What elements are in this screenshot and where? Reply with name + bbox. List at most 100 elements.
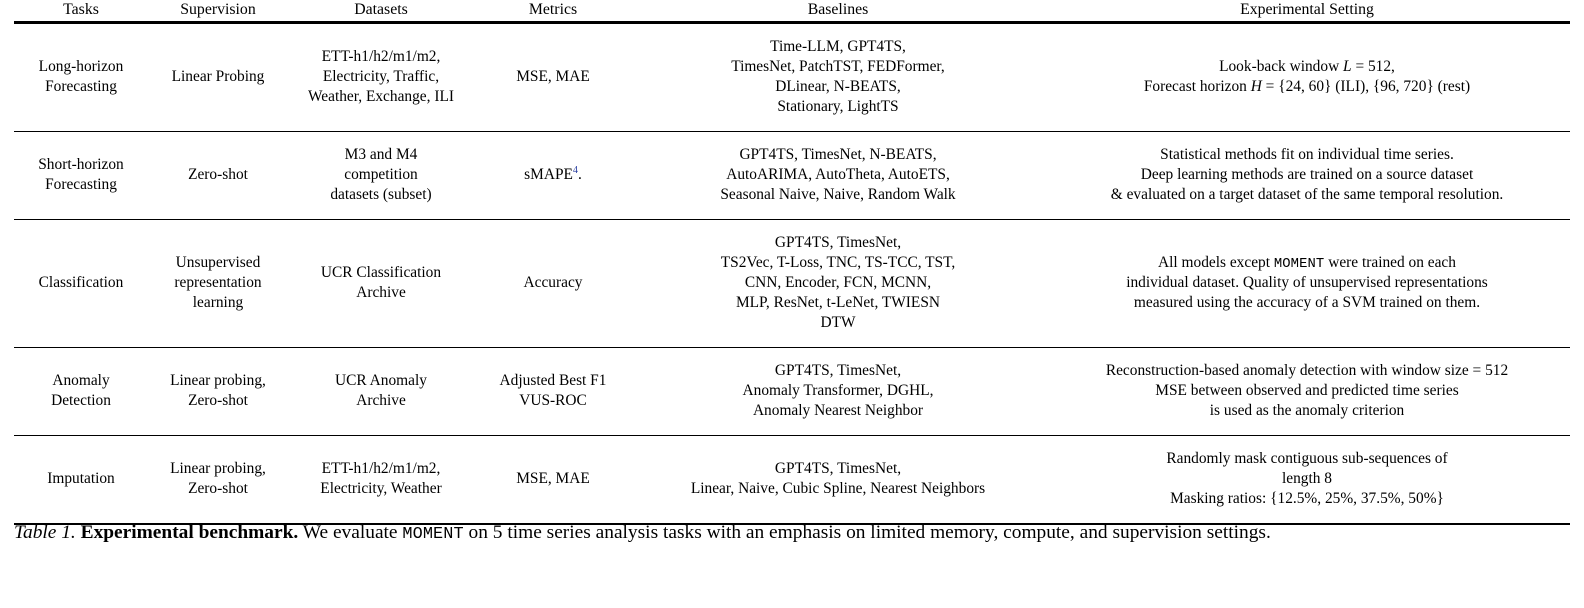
cell-datasets: UCR Anomaly Archive xyxy=(288,348,474,435)
baseline-line: Anomaly Nearest Neighbor xyxy=(752,401,924,419)
task-line: Forecasting xyxy=(45,77,117,95)
supervision-line: Unsupervised xyxy=(175,253,261,271)
cell-baselines: GPT4TS, TimesNet, Linear, Naive, Cubic S… xyxy=(632,436,1044,523)
footnote-marker[interactable]: 4 xyxy=(572,164,578,176)
setting-line: Reconstruction-based anomaly detection w… xyxy=(1105,361,1509,379)
math-symbol-L: L xyxy=(1343,57,1352,75)
setting-line: Statistical methods fit on individual ti… xyxy=(1160,145,1454,163)
dataset-line: UCR Anomaly xyxy=(335,371,427,389)
dataset-line: Electricity, Traffic, xyxy=(322,67,440,85)
cell-task: Short-horizon Forecasting xyxy=(14,132,148,219)
baseline-line: GPT4TS, TimesNet, xyxy=(774,459,902,477)
setting-line: measured using the accuracy of a SVM tra… xyxy=(1133,293,1481,311)
dataset-line: M3 and M4 xyxy=(344,145,418,163)
model-name-moment: MOMENT xyxy=(402,525,464,544)
baseline-line: GPT4TS, TimesNet, xyxy=(774,361,902,379)
setting-line: MSE between observed and predicted time … xyxy=(1155,381,1459,399)
table-caption: Table 1. Experimental benchmark. We eval… xyxy=(14,520,1570,547)
setting-text: Look-back window xyxy=(1219,57,1344,75)
task-line: Detection xyxy=(51,391,111,409)
table-row: Imputation Linear probing, Zero-shot ETT… xyxy=(14,436,1570,523)
cell-baselines: Time-LLM, GPT4TS, TimesNet, PatchTST, FE… xyxy=(632,24,1044,131)
table-body: Long-horizon Forecasting Linear Probing … xyxy=(14,24,1570,523)
table-header: Tasks Supervision Datasets Metrics Basel… xyxy=(14,0,1570,21)
math-symbol-H: H xyxy=(1250,77,1262,95)
cell-datasets: ETT-h1/h2/m1/m2, Electricity, Traffic, W… xyxy=(288,24,474,131)
setting-text: were trained on each xyxy=(1324,253,1456,271)
cell-datasets: M3 and M4 competition datasets (subset) xyxy=(288,132,474,219)
column-header-baselines: Baselines xyxy=(807,1,869,18)
setting-line: Randomly mask contiguous sub-sequences o… xyxy=(1166,449,1448,467)
table-top-rule xyxy=(14,20,1570,23)
setting-line: individual dataset. Quality of unsupervi… xyxy=(1126,273,1488,291)
setting-line: length 8 xyxy=(1281,469,1332,487)
table-row-rule xyxy=(14,218,1570,220)
table-row: Long-horizon Forecasting Linear Probing … xyxy=(14,24,1570,131)
cell-experimental-setting: Look-back window L = 512, Forecast horiz… xyxy=(1044,24,1570,131)
dataset-line: Archive xyxy=(356,391,406,409)
supervision-line: Zero-shot xyxy=(188,165,248,183)
supervision-line: Linear Probing xyxy=(171,67,265,85)
cell-baselines: GPT4TS, TimesNet, Anomaly Transformer, D… xyxy=(632,348,1044,435)
dataset-line: competition xyxy=(344,165,418,183)
cell-task: Imputation xyxy=(14,436,148,523)
cell-task: Long-horizon Forecasting xyxy=(14,24,148,131)
setting-line: is used as the anomaly criterion xyxy=(1209,401,1405,419)
cell-supervision: Unsupervised representation learning xyxy=(148,220,288,347)
setting-line: Masking ratios: {12.5%, 25%, 37.5%, 50%} xyxy=(1170,489,1444,507)
column-header-datasets: Datasets xyxy=(354,1,408,18)
metric-line: sMAPE4. xyxy=(480,165,626,185)
dataset-line: Archive xyxy=(356,283,406,301)
cell-task: Classification xyxy=(14,220,148,347)
baseline-line: TimesNet, PatchTST, FEDFormer, xyxy=(731,57,945,75)
experimental-benchmark-table: Tasks Supervision Datasets Metrics Basel… xyxy=(14,0,1570,526)
baseline-line: AutoARIMA, AutoTheta, AutoETS, xyxy=(726,165,950,183)
task-line: Long-horizon xyxy=(38,57,124,75)
dataset-line: ETT-h1/h2/m1/m2, xyxy=(321,47,441,65)
baseline-line: Seasonal Naive, Naive, Random Walk xyxy=(720,185,956,203)
cell-metrics: MSE, MAE xyxy=(474,24,632,131)
dataset-line: Weather, Exchange, ILI xyxy=(308,87,454,105)
cell-metrics: Accuracy xyxy=(474,220,632,347)
table-row: Short-horizon Forecasting Zero-shot M3 a… xyxy=(14,132,1570,219)
dataset-line: ETT-h1/h2/m1/m2, xyxy=(321,459,441,477)
baseline-line: Anomaly Transformer, DGHL, xyxy=(742,381,934,399)
supervision-line: representation xyxy=(174,273,262,291)
cell-baselines: GPT4TS, TimesNet, TS2Vec, T-Loss, TNC, T… xyxy=(632,220,1044,347)
metric-line: MSE, MAE xyxy=(516,67,590,85)
setting-line: Deep learning methods are trained on a s… xyxy=(1140,165,1474,183)
setting-line: Look-back window L = 512, xyxy=(1050,57,1564,77)
column-header-metrics: Metrics xyxy=(528,1,578,18)
caption-body-pre: We evaluate xyxy=(298,522,403,543)
caption-table-number: Table 1. xyxy=(14,522,76,543)
table-row: Classification Unsupervised representati… xyxy=(14,220,1570,347)
cell-supervision: Linear Probing xyxy=(148,24,288,131)
cell-supervision: Linear probing, Zero-shot xyxy=(148,436,288,523)
setting-text: = {24, 60} (ILI), {96, 720} (rest) xyxy=(1261,77,1471,95)
cell-experimental-setting: Randomly mask contiguous sub-sequences o… xyxy=(1044,436,1570,523)
baseline-line: GPT4TS, TimesNet, xyxy=(774,233,902,251)
setting-text: = 512, xyxy=(1351,57,1395,75)
dataset-line: datasets (subset) xyxy=(330,185,432,203)
baseline-line: Stationary, LightTS xyxy=(777,97,899,115)
task-line: Short-horizon xyxy=(38,155,124,173)
baseline-line: TS2Vec, T-Loss, TNC, TS-TCC, TST, xyxy=(720,253,956,271)
setting-line: All models except MOMENT were trained on… xyxy=(1050,253,1564,273)
cell-supervision: Linear probing, Zero-shot xyxy=(148,348,288,435)
supervision-line: Zero-shot xyxy=(188,479,248,497)
caption-body-post: on 5 time series analysis tasks with an … xyxy=(463,522,1271,543)
model-name-moment: MOMENT xyxy=(1273,255,1325,272)
metric-line: Adjusted Best F1 xyxy=(499,371,607,389)
task-line: Anomaly xyxy=(52,371,110,389)
baseline-line: DTW xyxy=(820,313,856,331)
setting-line: & evaluated on a target dataset of the s… xyxy=(1110,185,1504,203)
metric-text: sMAPE xyxy=(524,165,573,183)
cell-metrics: Adjusted Best F1 VUS-ROC xyxy=(474,348,632,435)
table-bottom-rule xyxy=(14,523,1570,526)
metric-line: Accuracy xyxy=(523,273,583,291)
metric-line: VUS-ROC xyxy=(519,391,587,409)
setting-text: Forecast horizon xyxy=(1143,77,1251,95)
dataset-line: UCR Classification xyxy=(320,263,442,281)
column-header-supervision: Supervision xyxy=(180,1,256,18)
table-row-rule xyxy=(14,130,1570,132)
